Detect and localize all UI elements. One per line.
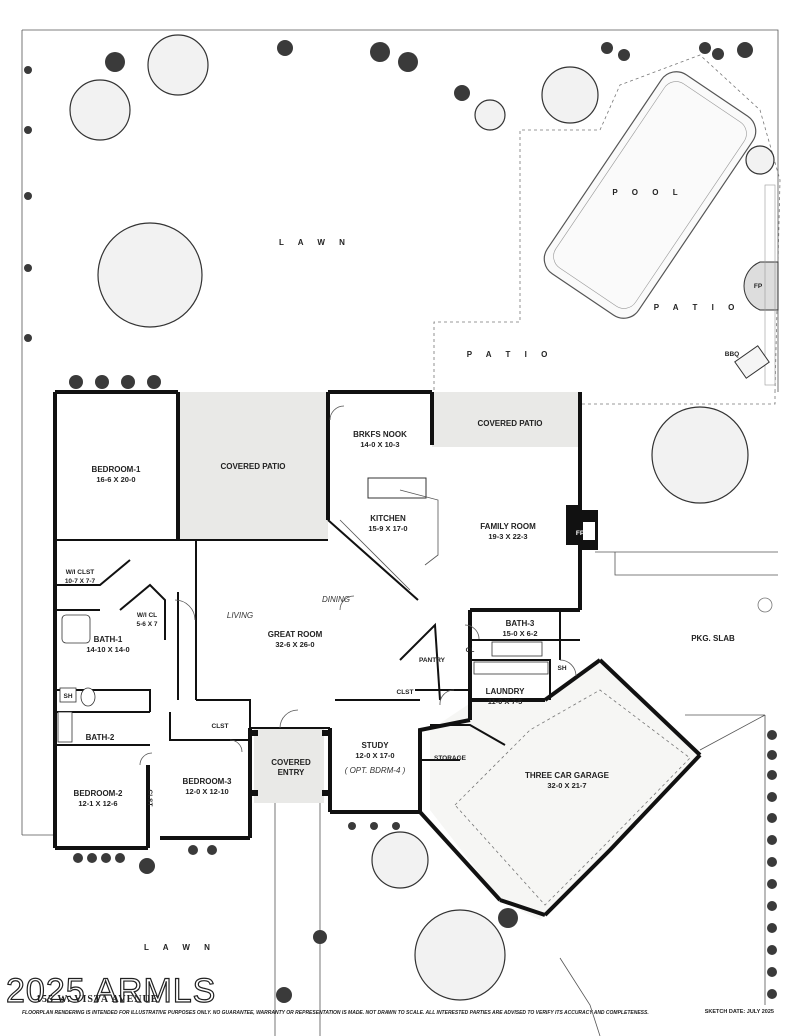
shrub-icons [24, 40, 777, 1003]
room-name: W/I CL [137, 612, 157, 619]
room-name: BATH-3 [506, 619, 535, 628]
sketch-date: SKETCH DATE: JULY 2025 [704, 1009, 774, 1015]
room-name: BRKFS NOOK [353, 430, 407, 439]
clst-pantry-label: CLST [397, 689, 414, 696]
room-dim: 19-3 X 22-3 [488, 532, 527, 541]
watermark: 2025 ARMLS [5, 971, 217, 1010]
storage-label: STORAGE [434, 755, 467, 762]
room-dim: 16-6 X 20-0 [96, 475, 135, 484]
room-name: FAMILY ROOM [480, 522, 536, 531]
room-name: BATH-2 [86, 733, 115, 742]
garage-floor [430, 660, 700, 920]
covered-patio-right [432, 392, 580, 447]
room-dim: 15-0 X 6-2 [502, 629, 537, 638]
pool-label: P O O L [612, 188, 683, 197]
pkg-slab-label: PKG. SLAB [691, 634, 735, 643]
bathtub-bath1 [61, 614, 91, 644]
covered-entry-area [254, 728, 324, 803]
room-dim: 10-7 X 7-7 [65, 578, 96, 585]
bbq-label: BBQ [725, 351, 739, 358]
room-name: W/I CLST [66, 569, 95, 576]
covered-patio-left-label: COVERED PATIO [220, 462, 285, 471]
living-label: LIVING [227, 611, 253, 620]
outdoor-fireplace-label: FP [754, 283, 763, 290]
tree-icons [69, 34, 775, 1001]
clst-bed3-label: CLST [212, 723, 229, 730]
room-name: KITCHEN [370, 514, 406, 523]
room-dim: 5-6 X 7 [137, 621, 158, 628]
interior-walls [55, 519, 580, 761]
room-name: BEDROOM-3 [183, 777, 232, 786]
room-name: COVERED [271, 758, 311, 767]
room-name: BEDROOM-2 [74, 789, 123, 798]
room-dim: 15-9 X 17-0 [368, 524, 407, 533]
dining-label: DINING [322, 595, 350, 604]
room-dim: 32-6 X 26-0 [275, 640, 314, 649]
room-dim: 14-0 X 10-3 [360, 440, 399, 449]
room-dim: 11-0 X 7-5 [488, 697, 523, 706]
property-address: 155 W. VISTA AVENUE [36, 994, 159, 1005]
room-name: STUDY [361, 741, 389, 750]
room-note: ( OPT. BDRM-4 ) [345, 766, 406, 775]
room-name: THREE CAR GARAGE [525, 771, 610, 780]
room-dim: 32-0 X 21-7 [547, 781, 586, 790]
outdoor-fireplace [743, 261, 779, 311]
patio-label-right: P A T I O [654, 303, 741, 312]
lawn-label-bottom: L A W N [144, 943, 216, 952]
patio-label-center: P A T I O [467, 350, 554, 359]
room-dim: ENTRY [278, 768, 305, 777]
pool [543, 71, 757, 319]
covered-patio-right-label: COVERED PATIO [477, 419, 542, 428]
clst-bed2-label: CLST [146, 790, 153, 807]
covered-patio-left [180, 392, 328, 540]
room-dim: 12-0 X 17-0 [355, 751, 394, 760]
bbq [734, 345, 770, 379]
kitchen-counter [367, 477, 427, 499]
room-name: BATH-1 [94, 635, 123, 644]
room-name: GREAT ROOM [268, 630, 323, 639]
pantry-label: PANTRY [419, 657, 446, 664]
exterior-walls [53, 390, 702, 917]
lawn-label-top: L A W N [279, 238, 351, 247]
cl-bath3-label: CL [466, 647, 475, 654]
indoor-fireplace-label: FP [576, 530, 585, 537]
sh2-label: SH [63, 693, 72, 700]
room-name: BEDROOM-1 [92, 465, 141, 474]
room-dim: 12-0 X 12-10 [185, 787, 228, 796]
pool-deck-outline [433, 54, 781, 393]
disclaimer-text: FLOORPLAN RENDERING IS INTENDED FOR ILLU… [22, 1010, 649, 1016]
sh-label: SH [557, 665, 566, 672]
room-name: LAUNDRY [486, 687, 525, 696]
room-dim: 12-1 X 12-6 [78, 799, 117, 808]
room-dim: 14-10 X 14-0 [86, 645, 129, 654]
